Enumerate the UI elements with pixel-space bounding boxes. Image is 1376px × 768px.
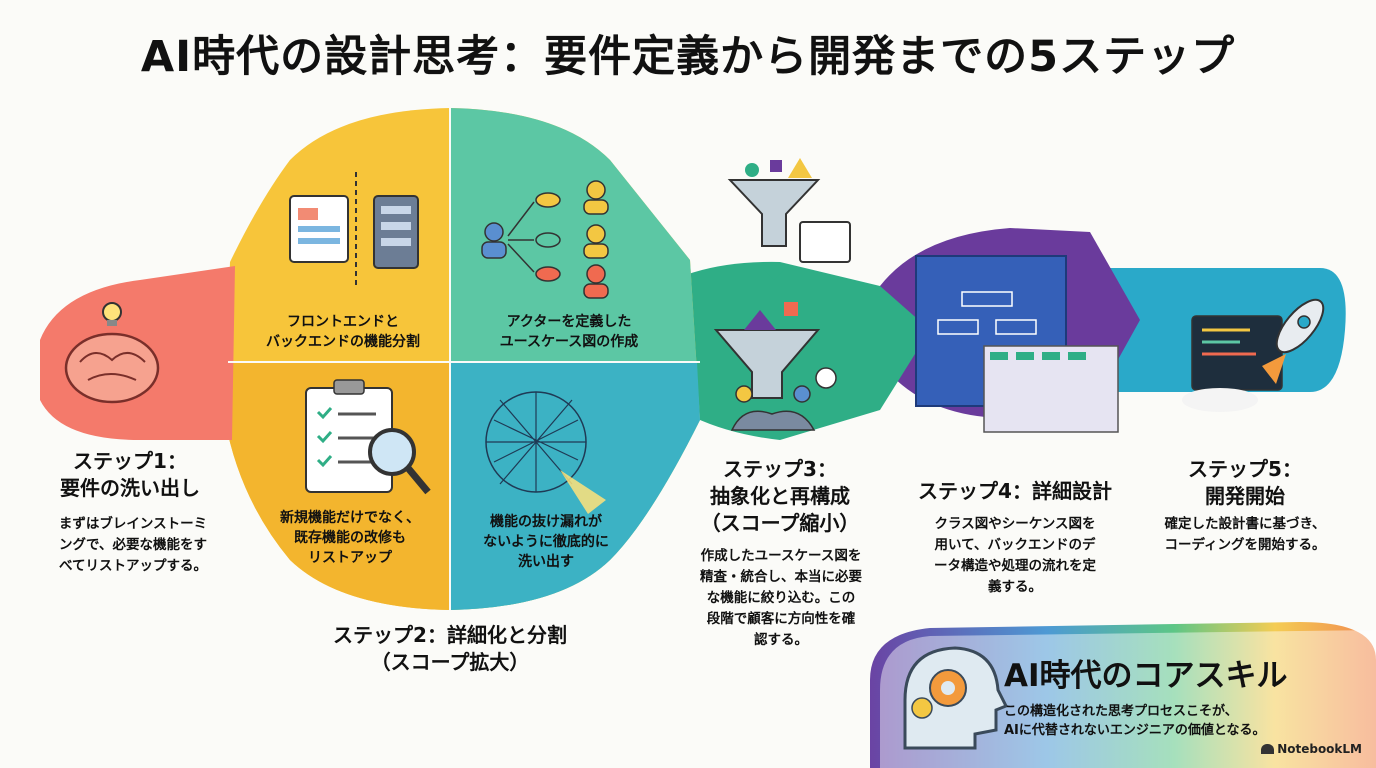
brand-logo: NotebookLM: [1261, 742, 1362, 756]
step2-label-use-case: アクターを定義した ユースケース図の作成: [499, 314, 639, 350]
funnel-2-icon: [713, 302, 821, 399]
funnel-icon: [727, 158, 851, 280]
page-title: AI時代の設計思考：要件定義から開発までの5ステップ: [140, 32, 1236, 82]
step1-body: まずはブレインストーミ ングで、必要な機能をす べてリストアップする。: [58, 516, 208, 574]
step3-body: 作成したユースケース図を 精査・統合し、本当に必要 な機能に絞り込む。この 段階…: [700, 548, 862, 648]
step2-label-frontend-backend: フロントエンドと バックエンドの機能分割: [266, 314, 420, 350]
notebooklm-icon: [1261, 744, 1275, 754]
core-skill-panel: [870, 622, 1376, 768]
core-skill-title: AI時代のコアスキル: [1004, 658, 1288, 694]
step2-heading: ステップ2：詳細化と分割 （スコープ拡大）: [333, 623, 567, 674]
step3-heading: ステップ3： 抽象化と再構成 （スコープ縮小）: [700, 457, 860, 535]
step5-body: 確定した設計書に基づき、 コーディングを開始する。: [1164, 516, 1326, 553]
head-gear-icon: [903, 646, 1009, 750]
magnifier-icon: [368, 428, 431, 495]
blueprint-icon: [915, 255, 1119, 433]
step4-body: クラス図やシーケンス図を 用いて、バックエンドのデ ータ構造や処理の流れを定 義…: [934, 516, 1096, 595]
rocket-icon: [1182, 298, 1325, 412]
brain-icon: [64, 332, 160, 404]
network-icon: [485, 391, 606, 514]
step1-heading: ステップ1： 要件の洗い出し: [60, 449, 200, 500]
step4-heading: ステップ4：詳細設計: [918, 479, 1112, 503]
step5-heading: ステップ5： 開発開始: [1188, 457, 1302, 508]
use-case-diagram-icon: [481, 180, 609, 299]
lightbulb-icon: [102, 302, 122, 326]
handshake-icon: [730, 367, 837, 431]
core-skill-text: この構造化された思考プロセスこそが、 AIに代替されないエンジニアの価値となる。: [1004, 704, 1266, 738]
step2-label-exhaustive: 機能の抜け漏れが ないように徹底的に 洗い出す: [483, 514, 609, 570]
frontend-backend-icon: [289, 172, 419, 286]
brand-name: NotebookLM: [1277, 742, 1362, 756]
step2-label-new-features: 新規機能だけでなく、 既存機能の改修も リストアップ: [280, 510, 420, 566]
